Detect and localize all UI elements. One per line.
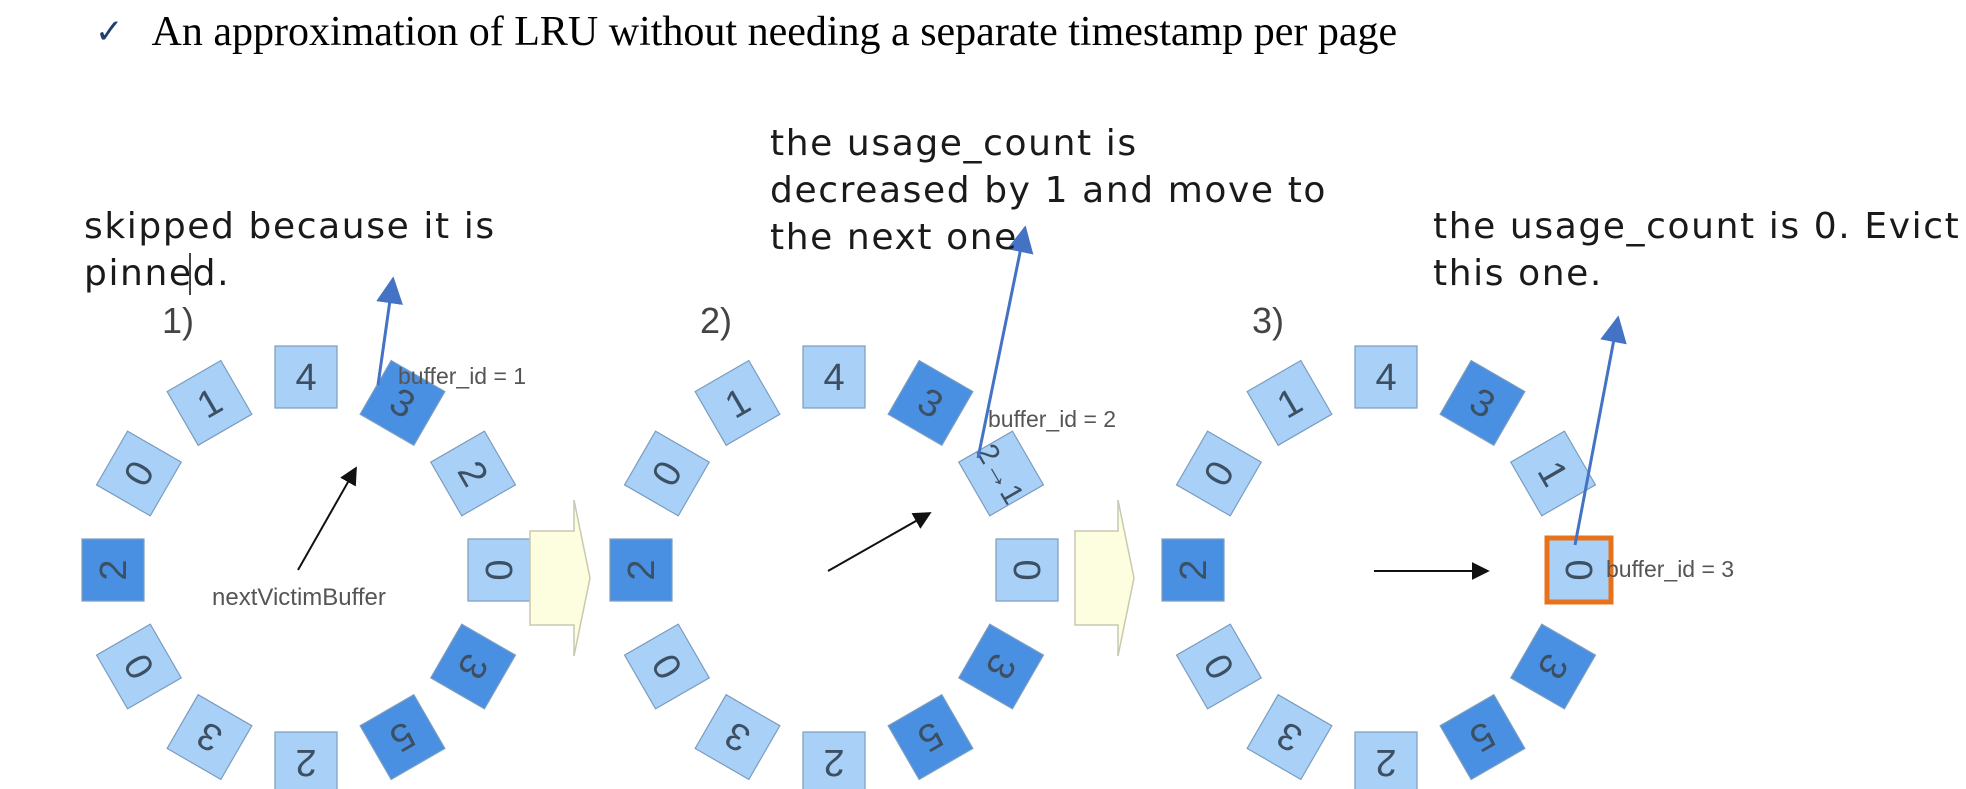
panel3-buffer-label: buffer_id = 3 (1606, 556, 1735, 582)
buffer-slot: 2→1 (957, 430, 1045, 517)
usage-count: 0 (1005, 559, 1047, 580)
buffer-slot: 4 (802, 345, 866, 409)
buffer-slot: 0 (623, 623, 711, 710)
panel3-annotation-line: this one. (1433, 253, 1603, 294)
buffer-slot: 2 (429, 430, 517, 517)
buffer-slot: 0 (95, 623, 183, 710)
buffer-slot: 1 (166, 359, 253, 447)
buffer-slot: 5 (1439, 693, 1526, 781)
buffer-slot: 2 (802, 731, 866, 789)
panel1-buffer-label: buffer_id = 1 (398, 363, 527, 389)
victim-pointer-arrow (297, 466, 357, 571)
annotation-arrow (376, 276, 403, 386)
buffer-slot: 3 (1509, 623, 1597, 710)
buffer-slot: 0 (995, 538, 1059, 602)
usage-count: 2 (823, 741, 844, 783)
panel1-label: 1) (162, 300, 195, 341)
annotation-arrow (976, 225, 1034, 459)
buffer-slot: 0 (1544, 535, 1614, 605)
buffer-slot: 3 (166, 693, 253, 781)
next-victim-buffer-label: nextVictimBuffer (212, 584, 386, 611)
buffer-slot: 5 (359, 693, 446, 781)
buffer-slot: 3 (957, 623, 1045, 710)
victim-pointer-arrow (827, 512, 932, 572)
buffer-slot: 3 (429, 623, 517, 710)
panel3-label: 3) (1252, 300, 1285, 341)
buffer-slot: 1 (1509, 430, 1597, 517)
buffer-slot: 2 (1161, 538, 1225, 602)
panel1-annotation: skipped because it is pinned. (84, 203, 496, 297)
usage-count: 2 (1375, 741, 1396, 783)
buffer-slot: 1 (1246, 359, 1333, 447)
panel3-annotation: the usage_count is 0. Evict this one. (1433, 203, 1960, 297)
panel3-annotation-line: the usage_count is 0. Evict (1433, 206, 1961, 247)
buffer-slot: 2 (81, 538, 145, 602)
panel1-annotation-line: skipped because it is (84, 206, 496, 247)
buffer-slot: 1 (694, 359, 781, 447)
buffer-slot: 3 (359, 359, 446, 447)
buffer-slot: 0 (623, 430, 711, 517)
buffer-slot: 4 (274, 345, 338, 409)
buffer-slot: 2 (1354, 731, 1418, 789)
buffer-slot: 0 (95, 430, 183, 517)
checkmark-icon: ✓ (95, 12, 124, 52)
buffer-slot: 0 (1175, 430, 1263, 517)
buffer-slot: 4 (1354, 345, 1418, 409)
usage-count: 0 (1557, 559, 1599, 580)
buffer-slot: 5 (887, 693, 974, 781)
evict-highlight (1544, 535, 1614, 605)
panel2-label: 2) (700, 300, 733, 341)
usage-count: 4 (823, 357, 844, 399)
annotation-arrow (1573, 315, 1627, 546)
usage-count: 2 (295, 741, 316, 783)
slide-header: ✓ An approximation of LRU without needin… (95, 2, 1397, 62)
usage-count: 4 (1375, 357, 1396, 399)
usage-count: 2 (1173, 559, 1215, 580)
panel2-annotation-line: decreased by 1 and move to (770, 170, 1328, 211)
panel1-annotation-line: pinned. (84, 253, 231, 294)
transition-arrow (1074, 499, 1135, 657)
transition-arrow (529, 499, 591, 657)
usage-count: 2 (93, 559, 135, 580)
buffer-slot: 3 (1246, 693, 1333, 781)
panel2-annotation-line: the next one (770, 217, 1018, 258)
usage-count: 0 (477, 559, 519, 580)
buffer-slot: 3 (1439, 359, 1526, 447)
panel2-annotation-line: the usage_count is (770, 123, 1138, 164)
usage-count: 4 (295, 357, 316, 399)
usage-count: 2 (621, 559, 663, 580)
buffer-slot: 3 (887, 359, 974, 447)
buffer-slot: 3 (694, 693, 781, 781)
buffer-slot: 2 (609, 538, 673, 602)
panel2-buffer-label: buffer_id = 2 (988, 406, 1117, 432)
buffer-slot: 2 (274, 731, 338, 789)
buffer-slot: 0 (1175, 623, 1263, 710)
buffer-slot: 0 (467, 538, 531, 602)
slide-title: An approximation of LRU without needing … (151, 9, 1398, 55)
panel2-annotation: the usage_count is decreased by 1 and mo… (770, 120, 1327, 261)
text-cursor (189, 253, 191, 295)
